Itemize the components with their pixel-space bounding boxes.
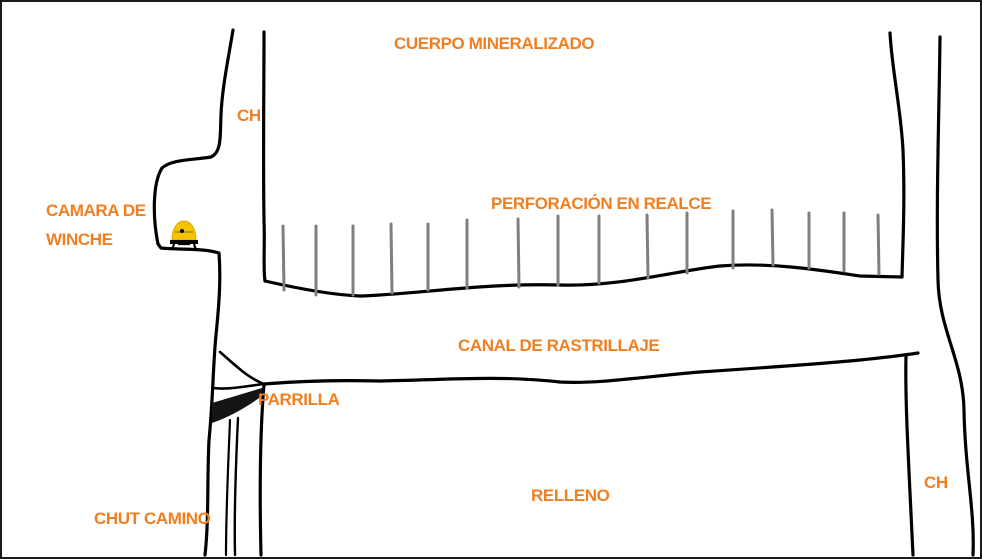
grizzly-upper-line [218,350,266,386]
winch-icon [170,220,198,251]
label-canal-de-rastrillaje: CANAL DE RASTRILLAJE [458,336,659,355]
label-ch-top: CH [237,106,261,125]
grizzly-lower-line [211,382,266,390]
drill-holes [281,208,881,297]
chute-wall-inner [233,416,240,557]
label-perforacion-en-realce: PERFORACIÓN EN REALCE [491,194,711,213]
drill-hole [645,213,650,280]
label-ch-right: CH [924,473,948,492]
right-chimney-outer-wall [935,35,975,557]
drill-hole [876,213,881,276]
label-relleno: RELLENO [531,486,610,505]
chute-wall-right [258,382,266,557]
label-chut-camino: CHUT CAMINO [94,509,211,528]
right-chimney-inner-wall [888,31,906,279]
drill-hole [516,217,521,289]
stope-left-wall [261,30,267,283]
drill-hole [770,208,775,267]
grizzly-grate-icon [212,388,262,423]
chute-wall-outer [224,418,232,557]
label-winche: WINCHE [46,230,113,249]
label-cuerpo-mineralizado: CUERPO MINERALIZADO [394,34,594,53]
left-chimney-outer-wall [152,28,235,557]
backfill-top-wall [262,351,920,386]
label-parrilla: PARRILLA [258,390,340,409]
right-chimney-lower-wall [904,354,915,557]
drill-hole [281,224,286,292]
label-camara-de: CAMARA DE [46,201,146,220]
drill-hole [389,222,394,295]
